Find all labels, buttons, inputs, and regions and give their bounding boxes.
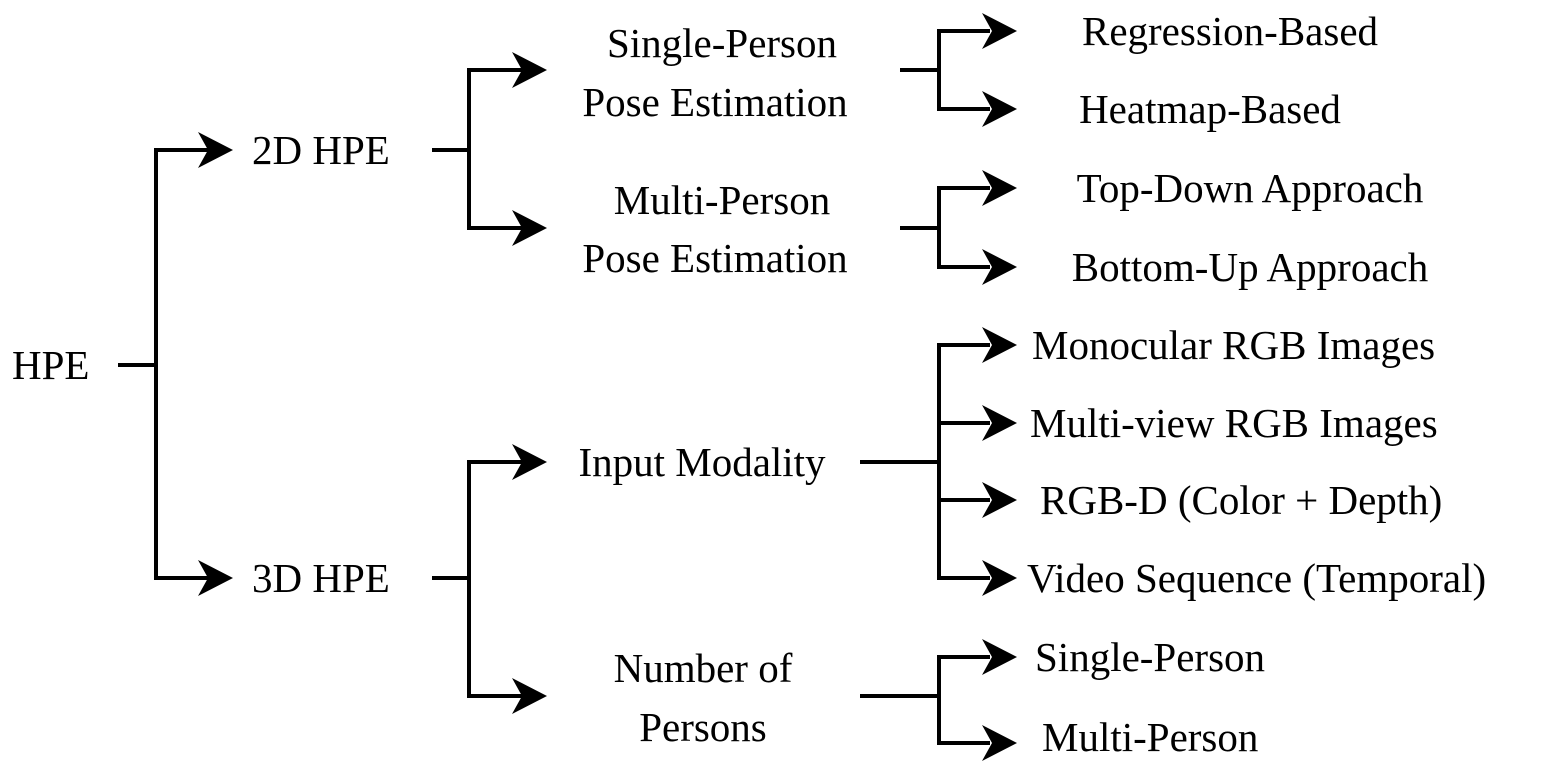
leaf-video-sequence: Video Sequence (Temporal) [1027,555,1486,601]
arrowhead-3d-hpe [198,560,233,596]
branch-label-3d-hpe: 3D HPE [252,555,390,601]
leaf-monocular-rgb-images: Monocular RGB Images [1032,322,1435,368]
arrowhead-multi-view [982,405,1017,441]
subgroup-label-single-pose-line2: Pose Estimation [582,79,847,125]
leaf-single-person: Single-Person [1035,634,1265,680]
edge-single-pose-bracket [937,29,990,111]
arrowhead-regression [982,13,1017,49]
connectors [118,29,990,745]
arrowhead-2d-hpe [198,132,233,168]
subgroup-label-num-persons-line1: Number of [614,645,793,691]
arrowhead-top-down [982,170,1017,206]
subgroup-label-input-modality: Input Modality [578,439,826,485]
edge-root-bracket [154,148,209,580]
root-label: HPE [12,342,89,388]
arrowhead-multi-person [982,725,1017,761]
leaf-regression-based: Regression-Based [1082,8,1378,54]
leaf-bottom-up-approach: Bottom-Up Approach [1072,244,1428,290]
edge-2d-bracket [467,68,522,230]
leaf-multi-person: Multi-Person [1042,714,1258,760]
edge-multi-pose-bracket [937,186,990,269]
subgroup-label-single-pose-line1: Single-Person [607,20,837,66]
leaf-heatmap-based: Heatmap-Based [1079,86,1341,132]
leaf-top-down-approach: Top-Down Approach [1077,165,1424,211]
arrowhead-single-person [982,639,1017,675]
arrowhead-input-modality [512,444,547,480]
subgroup-label-multi-pose-line1: Multi-Person [614,177,830,223]
arrowhead-multi-pose [512,210,547,246]
subgroup-label-multi-pose-line2: Pose Estimation [582,235,847,281]
branch-label-2d-hpe: 2D HPE [252,127,390,173]
arrowhead-monocular [982,327,1017,363]
leaf-multi-view-rgb-images: Multi-view RGB Images [1030,400,1438,446]
arrowhead-video [982,560,1017,596]
arrowhead-heatmap [982,91,1017,127]
edge-3d-bracket [467,460,522,698]
arrowhead-rgbd [982,482,1017,518]
edge-num-persons-bracket [937,655,990,745]
edge-input-modality-bracket [937,343,990,580]
arrowhead-num-persons [512,678,547,714]
arrowhead-bottom-up [982,249,1017,285]
subgroup-label-num-persons-line2: Persons [639,704,767,750]
arrowhead-single-pose [512,52,547,88]
labels: HPE 2D HPE 3D HPE Single-Person Pose Est… [12,8,1486,760]
leaf-rgb-d: RGB-D (Color + Depth) [1040,477,1442,523]
arrowheads [198,13,1017,761]
